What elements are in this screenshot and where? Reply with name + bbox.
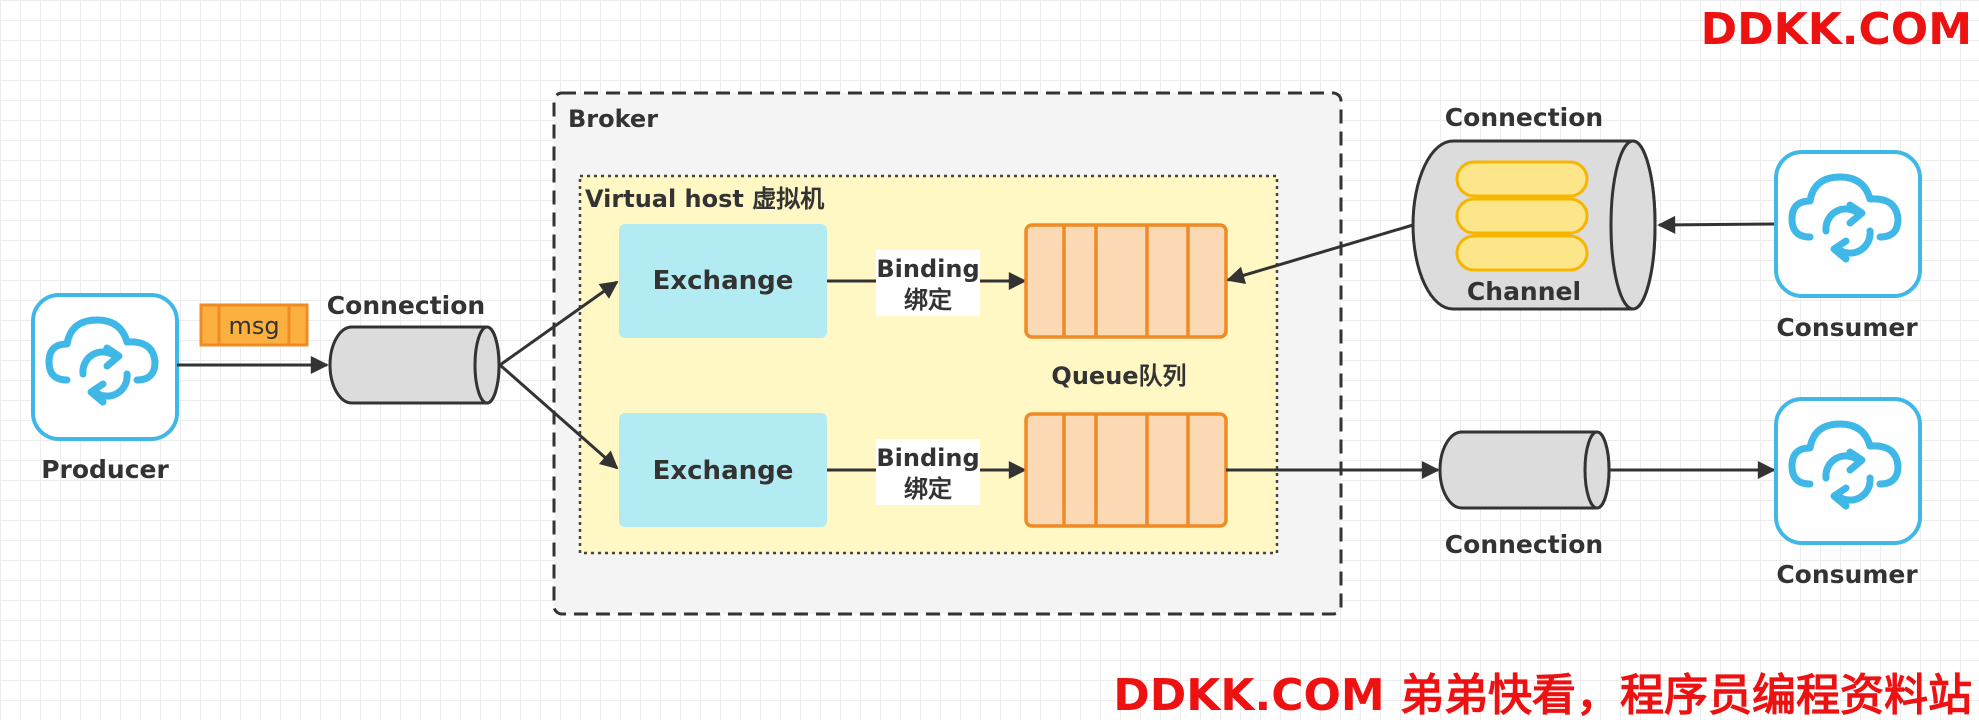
consumer-bottom-connection-label: Connection	[1445, 530, 1603, 559]
exchange-top-label: Exchange	[653, 266, 794, 296]
binding-bottom-bg	[876, 439, 980, 505]
consumer-bottom-label: Consumer	[1776, 560, 1918, 589]
consumer-top-label: Consumer	[1776, 313, 1918, 342]
connection-to-exchange-top-arrow	[499, 280, 619, 367]
vhost-label: Virtual host 虚拟机	[585, 185, 824, 213]
producer-connection-label: Connection	[327, 291, 485, 320]
watermark-bottom: DDKK.COM 弟弟快看，程序员编程资料站	[1113, 670, 1972, 720]
broker-label: Broker	[568, 105, 658, 133]
watermark-top: DDKK.COM	[1701, 4, 1972, 55]
binding-bottom-label: Binding	[876, 444, 979, 472]
message-tag	[199, 303, 309, 347]
exchange-bottom-label: Exchange	[653, 456, 794, 486]
binding-top-label: Binding	[876, 255, 979, 283]
connection-to-queue-top-arrow	[1226, 223, 1414, 285]
consumer-top-to-connection-arrow	[1657, 215, 1775, 234]
consumer-bottom-connection-cylinder	[1438, 430, 1611, 510]
binding-bottom-sublabel: 绑定	[904, 475, 952, 503]
queue-top	[1024, 223, 1228, 339]
connection-to-exchange-bottom-arrow	[499, 363, 619, 470]
binding-top-sublabel: 绑定	[904, 286, 952, 314]
exchange-bottom	[619, 413, 827, 527]
binding-top-bg	[876, 250, 980, 316]
channel-label: Channel	[1467, 277, 1581, 306]
producer-label: Producer	[41, 455, 169, 484]
queue-bottom	[1024, 412, 1228, 528]
message-label: msg	[228, 312, 279, 340]
queue-label: Queue队列	[1051, 362, 1186, 390]
channel-stack	[1455, 160, 1589, 272]
consumer-top-connection-label: Connection	[1445, 103, 1603, 132]
producer-connection-cylinder	[328, 325, 501, 405]
exchange-top	[619, 224, 827, 338]
